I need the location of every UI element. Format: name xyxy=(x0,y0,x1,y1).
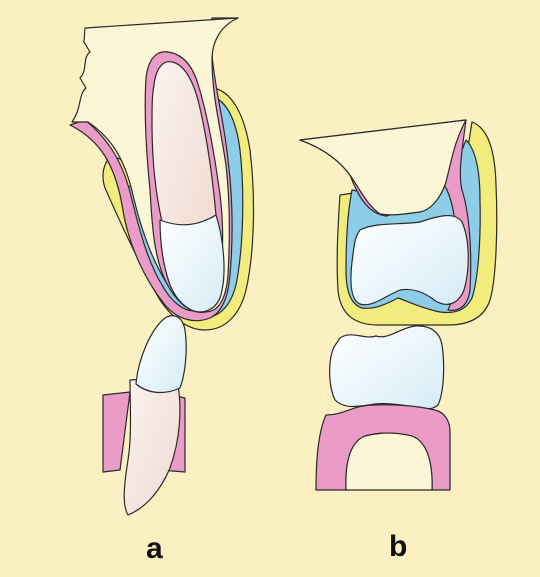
lower-root-a xyxy=(124,379,180,515)
lower-crown-b xyxy=(330,326,444,409)
label-b: b xyxy=(389,530,407,564)
panel-a xyxy=(70,18,253,515)
lower-crown-a xyxy=(136,316,186,393)
panel-b xyxy=(300,120,497,490)
label-a: a xyxy=(146,532,163,566)
lower-bone-b xyxy=(346,433,432,490)
